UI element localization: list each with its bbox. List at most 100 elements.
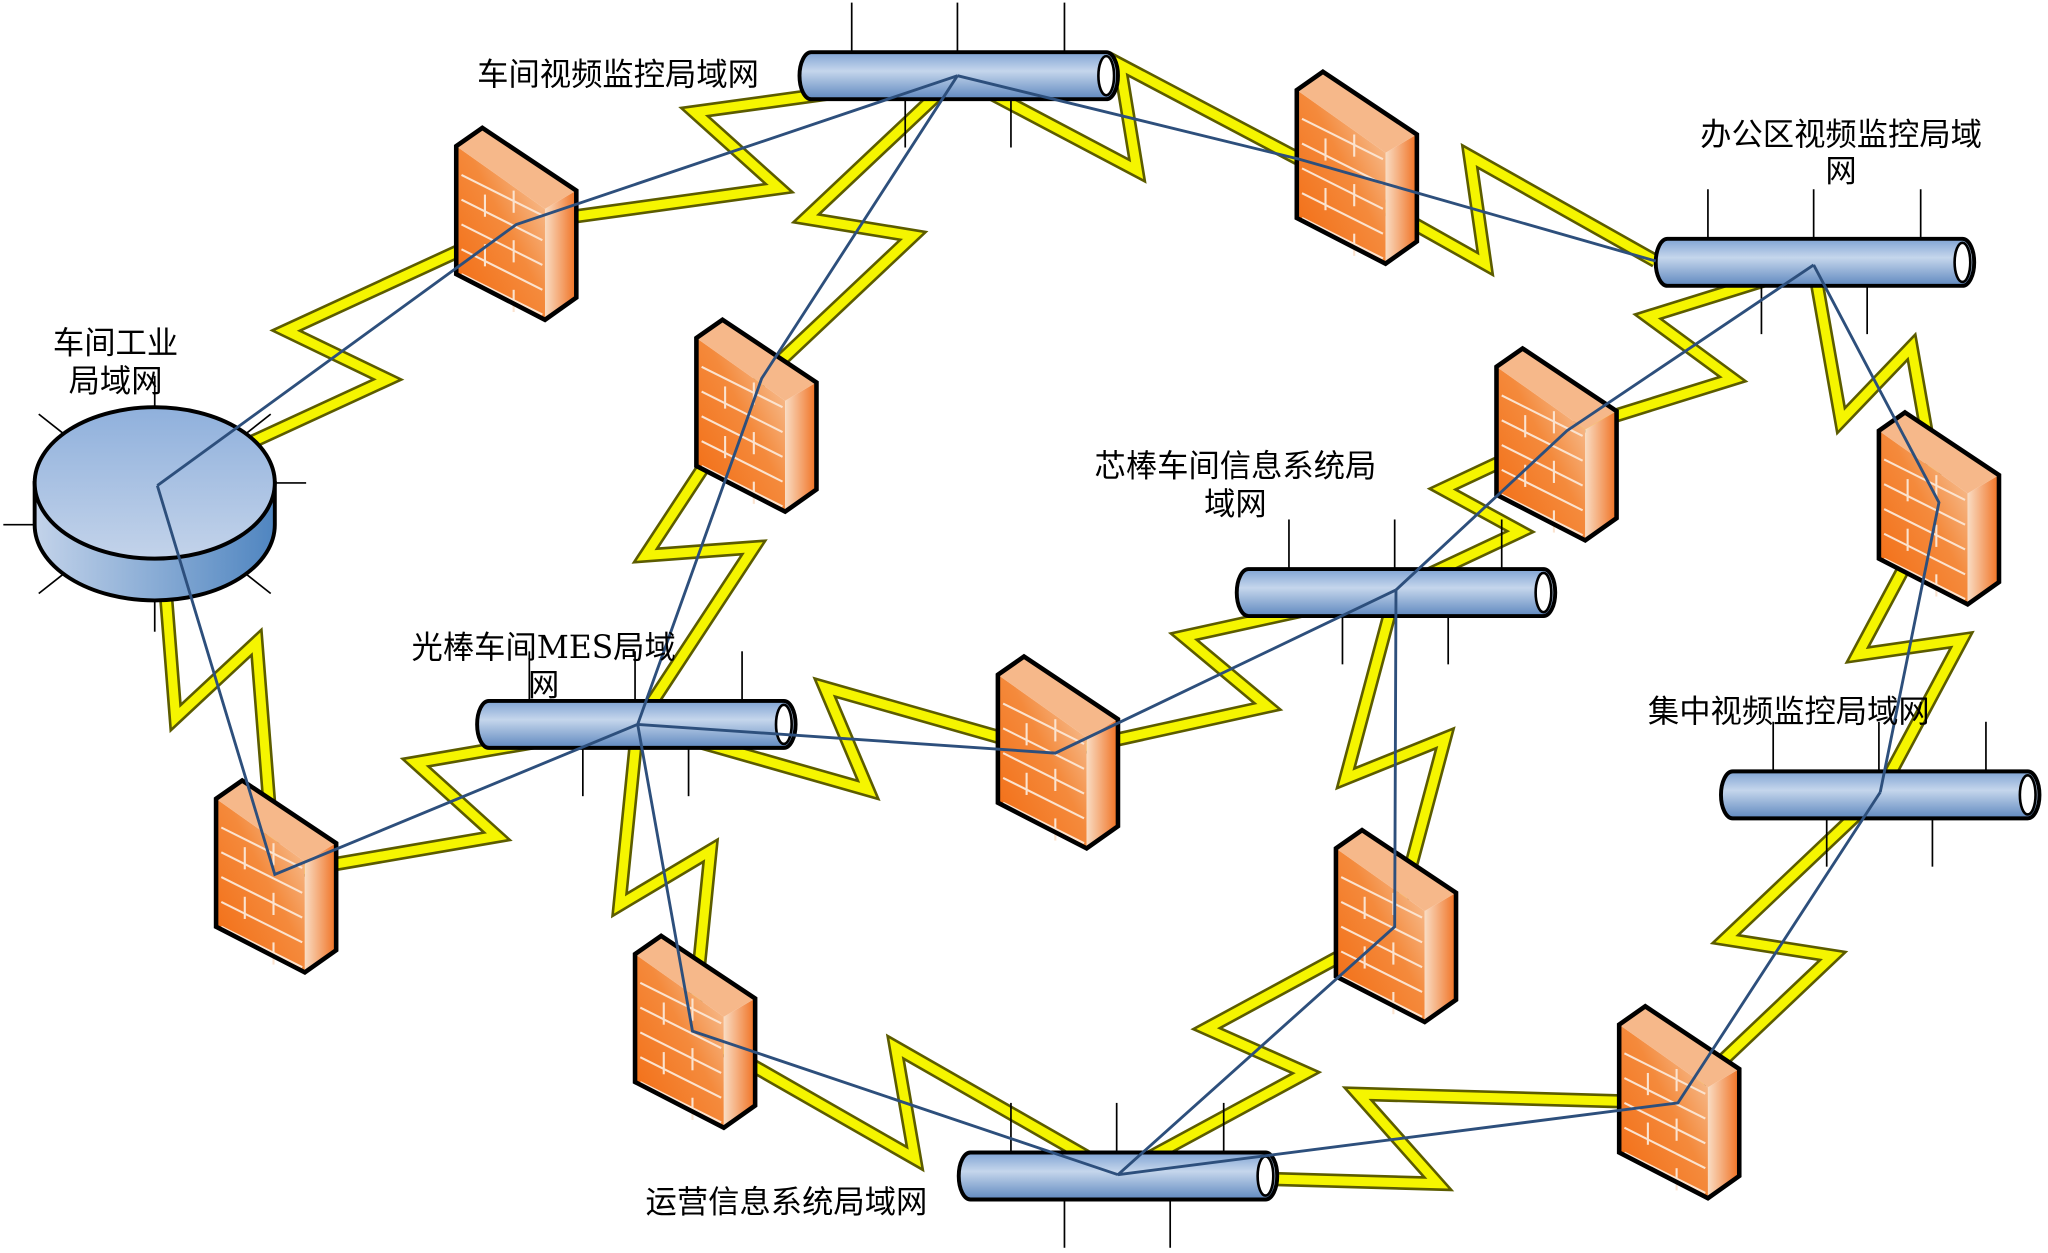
firewall-top (997, 656, 1118, 738)
label-workshop-video: 车间视频监控局域网 (477, 57, 759, 93)
brick-line (1002, 752, 1085, 795)
network-bus-icon (956, 1102, 1280, 1248)
brick-line (1002, 801, 1085, 845)
firewall-outline (1333, 827, 1459, 1025)
brick-line (1301, 117, 1384, 161)
network-bus-icon (1719, 721, 2042, 867)
firewall-outline (1294, 69, 1420, 267)
brick-line (1002, 776, 1085, 820)
brick-line (701, 465, 784, 508)
brick-line (460, 198, 543, 242)
brick-line (1623, 1077, 1706, 1120)
link-lines-layer (155, 74, 1941, 1177)
firewall-front (635, 954, 724, 1128)
brick-line (220, 826, 303, 869)
brick-line (220, 851, 303, 894)
link-line (1117, 791, 1882, 1177)
label-optical-rod-mes-1: 光棒车间MES局域 (412, 630, 676, 666)
brick-line (1340, 900, 1423, 944)
firewall-side (1967, 475, 1999, 605)
firewall-outline (1876, 409, 2002, 607)
brick-line (460, 223, 543, 266)
firewall-front (1619, 1024, 1708, 1199)
firewall-icon (453, 125, 579, 323)
brick-line (1883, 508, 1966, 551)
firewall-icon (1876, 409, 2002, 607)
ring-network-icon (3, 375, 307, 632)
firewall-side (785, 382, 817, 512)
brick-line (639, 1031, 722, 1074)
bus-body (1653, 236, 1977, 288)
firewall-side (1585, 411, 1617, 541)
brick-line (1623, 1126, 1706, 1170)
link-line (155, 485, 639, 877)
firewall-outline (995, 653, 1121, 852)
brick-line (220, 900, 303, 944)
firewall-front (456, 146, 545, 320)
firewall-top (1496, 348, 1617, 430)
bus-end (1534, 571, 1553, 614)
brick-line (220, 925, 303, 969)
label-workshop-industrial-2: 局域网 (69, 364, 163, 400)
firewall-outline (1616, 1003, 1742, 1201)
brick-line (1501, 419, 1584, 462)
brick-line (1340, 876, 1423, 919)
label-office-video-1: 办公区视频监控局域 (1700, 117, 1982, 153)
firewall-icon (995, 653, 1121, 852)
firewall-front (216, 798, 305, 973)
firewall-side (1707, 1068, 1740, 1199)
link-line (636, 74, 959, 725)
brick-line (220, 876, 303, 919)
ring-top (32, 405, 277, 561)
brick-line (701, 440, 784, 483)
firewall-icon (213, 777, 339, 976)
firewall-top (456, 127, 577, 209)
link-line (957, 74, 1657, 263)
link-line (1117, 589, 1398, 1176)
nodes-layer (3, 2, 2042, 1248)
brick-line (1501, 444, 1584, 487)
firewall-side (544, 190, 577, 320)
link-line (1812, 264, 1941, 793)
link-line (636, 724, 1119, 1177)
brick-line (460, 173, 543, 217)
firewall-outline (453, 125, 579, 323)
brick-line (1883, 532, 1966, 576)
firewall-icon (1494, 345, 1619, 544)
brick-line (460, 273, 543, 316)
firewall-top (696, 319, 817, 401)
brick-line (1623, 1052, 1706, 1095)
brick-line (701, 365, 784, 409)
brick-line (1501, 468, 1584, 512)
firewall-outline (694, 317, 819, 515)
label-workshop-industrial-1: 车间工业 (53, 326, 178, 362)
brick-line (1883, 483, 1966, 526)
label-optical-rod-mes-2: 网 (528, 668, 559, 704)
firewall-front (997, 674, 1087, 849)
firewall-side (1424, 892, 1457, 1022)
bus-end (2018, 773, 2037, 816)
firewall-top (1296, 71, 1417, 153)
brick-line (1301, 217, 1384, 260)
brick-line (639, 981, 722, 1025)
brick-line (1340, 950, 1423, 993)
firewall-front (1878, 430, 1968, 605)
links-layer (150, 51, 1975, 1192)
firewall-outline (213, 777, 339, 976)
bus-end (774, 703, 793, 746)
brick-line (1340, 925, 1423, 969)
firewall-front (1296, 90, 1386, 264)
link-line (1395, 263, 1815, 592)
label-operations-info: 运营信息系统局域网 (646, 1185, 928, 1221)
firewall-side (1385, 134, 1417, 264)
brick-line (1301, 167, 1384, 210)
firewall-top (216, 780, 337, 862)
firewall-icon (1294, 69, 1420, 267)
brick-line (1501, 493, 1584, 537)
firewall-icon (632, 933, 758, 1131)
firewall-front (1335, 848, 1425, 1022)
label-office-video-2: 网 (1825, 153, 1856, 189)
brick-line (1002, 727, 1085, 770)
brick-line (1623, 1101, 1706, 1145)
